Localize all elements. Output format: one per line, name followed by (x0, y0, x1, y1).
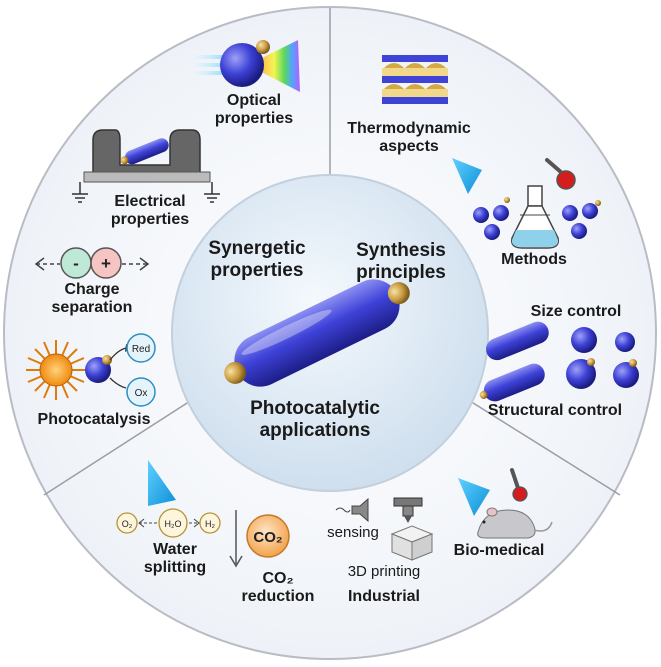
size-control-label: Size control (530, 303, 622, 320)
co2-line2: reduction (241, 588, 315, 606)
plus-charge-icon (90, 247, 122, 279)
biomedical-label: Bio-medical (453, 542, 545, 559)
divider-lower-left (43, 395, 199, 496)
charge-separation-label: Charge separation (34, 281, 150, 318)
optical-line1: Optical (226, 92, 282, 109)
water-line2: splitting (143, 559, 207, 577)
synergetic-line2: properties (210, 259, 304, 281)
central-nanorod-icon (224, 279, 410, 387)
minus-sign: - (73, 254, 79, 273)
electrical-icon (72, 129, 220, 203)
center-synthesis-label: Synthesis principles (336, 240, 466, 284)
3d-printer-icon (390, 497, 434, 561)
ox-label: Ox (135, 388, 148, 399)
flask-icon (510, 185, 560, 249)
electrical-properties-label: Electrical properties (90, 193, 210, 230)
charge-line2: separation (51, 299, 133, 317)
h2-label: H₂ (205, 519, 215, 529)
o2-label: O₂ (122, 519, 133, 529)
methods-label: Methods (501, 251, 567, 268)
speaker-icon (335, 497, 369, 523)
optical-icon (194, 40, 300, 92)
synthesis-line2: principles (356, 261, 446, 283)
h2o-label: H₂O (165, 519, 182, 529)
water-line1: Water (153, 541, 197, 558)
charge-separation-icon (34, 247, 150, 279)
charge-line1: Charge (64, 281, 120, 298)
sensing-label: sensing (327, 524, 379, 541)
red-label: Red (132, 344, 150, 355)
photocatalytic-line1: Photocatalytic (250, 398, 380, 419)
thermodynamic-icon (382, 55, 448, 104)
synergetic-line1: Synergetic (208, 238, 306, 259)
size-control-icon (479, 321, 639, 402)
co2-reduction-label: CO₂ reduction (236, 570, 320, 607)
photocatalysis-label: Photocatalysis (37, 411, 151, 428)
electrical-line2: properties (110, 211, 190, 229)
electrical-line1: Electrical (114, 193, 186, 210)
biomedical-icon (458, 468, 553, 539)
center-photocatalytic-label: Photocatalytic applications (233, 398, 397, 442)
thermometer-icon (545, 158, 576, 190)
photocatalysis-icon (26, 333, 156, 407)
photocatalytic-line2: applications (259, 419, 371, 441)
mouse-icon (477, 507, 553, 539)
industrial-label: Industrial (347, 588, 420, 605)
industrial-icon (335, 497, 434, 561)
optical-line2: properties (214, 110, 294, 128)
thermometer-icon (510, 468, 528, 502)
co2-circle-label: CO₂ (253, 529, 282, 546)
plus-sign: + (101, 254, 111, 273)
optical-properties-label: Optical properties (202, 92, 306, 129)
thermodynamic-line2: aspects (379, 138, 439, 156)
divider-lower-right (461, 395, 621, 496)
structural-control-label: Structural control (487, 402, 623, 419)
co2-reduction-icon (229, 510, 290, 568)
water-splitting-label: Water splitting (130, 541, 220, 578)
center-synergetic-label: Synergetic properties (192, 238, 322, 282)
thermodynamic-line1: Thermodynamic (347, 120, 471, 137)
co2-line1: CO₂ (262, 570, 294, 587)
synthesis-line1: Synthesis (356, 240, 446, 261)
water-splitting-icon (116, 460, 221, 538)
thermodynamic-aspects-label: Thermodynamic aspects (338, 120, 480, 157)
methods-icon (452, 158, 601, 249)
3d-printing-label: 3D printing (347, 563, 421, 580)
